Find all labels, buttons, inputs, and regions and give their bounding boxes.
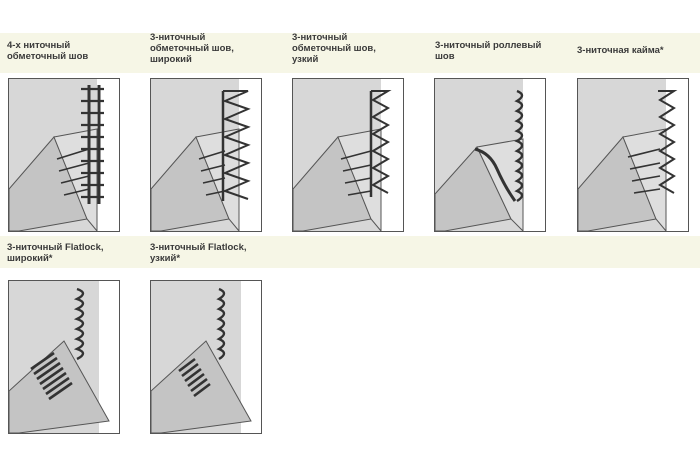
caption-band-top	[0, 33, 700, 73]
rolled-hem-3-thread-icon	[434, 78, 546, 232]
overlock-3-thread-narrow-icon	[292, 78, 404, 232]
overlock-3-thread-wide-icon	[150, 78, 262, 232]
stitch-caption: 3-ниточный Flatlock, узкий*	[150, 242, 247, 264]
stitch-caption: 3-ниточный обметочный шов, широкий	[150, 32, 234, 65]
edging-3-thread-icon	[577, 78, 689, 232]
flatlock-3-thread-wide-icon	[8, 280, 120, 434]
stitch-caption: 3-ниточный обметочный шов, узкий	[292, 32, 376, 65]
stitch-caption: 3-ниточная кайма*	[577, 45, 664, 56]
stitch-caption: 3-ниточный Flatlock, широкий*	[7, 242, 104, 264]
overlock-4-thread-icon	[8, 78, 120, 232]
flatlock-3-thread-narrow-icon	[150, 280, 262, 434]
stitch-caption: 3-ниточный роллевый шов	[435, 40, 542, 62]
caption-band-bottom	[0, 236, 700, 268]
stitch-caption: 4-х ниточный обметочный шов	[7, 40, 89, 62]
